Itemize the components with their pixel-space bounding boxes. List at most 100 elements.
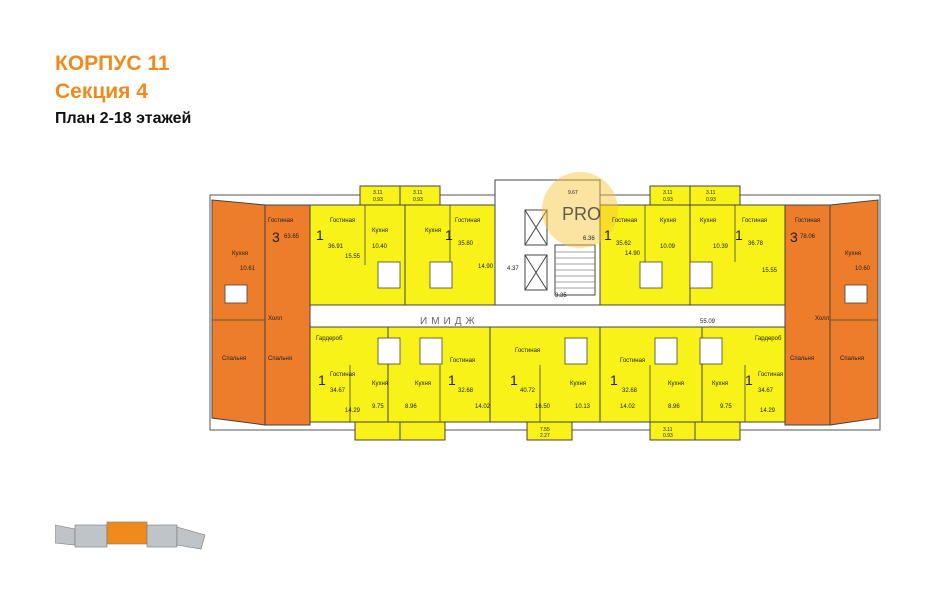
balcony-area: 2.27: [540, 433, 550, 439]
highlighted-section: [106, 521, 148, 545]
balcony-area: 0.93: [413, 197, 423, 203]
label-kitchen: Кухня: [372, 228, 388, 234]
label-kitchen: Кухня: [372, 381, 388, 387]
kitchen-area: 10.60: [855, 266, 871, 272]
rooms-count: 1: [610, 372, 618, 388]
balcony-area: 0.93: [373, 197, 383, 203]
label-bedroom: Спальня: [222, 356, 246, 362]
living-area: 14.90: [478, 264, 494, 270]
living-area: 14.02: [620, 404, 636, 410]
label-kitchen: Кухня: [660, 218, 676, 224]
label-bedroom: Спальня: [840, 356, 864, 362]
balcony-area: 0.93: [663, 197, 673, 203]
rooms-count: 3: [272, 229, 280, 245]
label-kitchen: Кухня: [668, 381, 684, 387]
apt-area: 36.91: [328, 244, 344, 250]
rooms-count: 3: [790, 229, 798, 245]
label-living: Гостиная: [455, 218, 480, 224]
kitchen-area: 9.75: [372, 404, 384, 410]
balcony-area: 9.67: [568, 190, 578, 196]
living-area: 14.29: [760, 408, 776, 414]
label-kitchen: Кухня: [415, 381, 431, 387]
balcony-bottom-5: [694, 421, 741, 441]
rooms-count: 1: [510, 372, 518, 388]
kitchen-area: 10.39: [713, 244, 729, 250]
balcony-area: 3.11: [663, 427, 673, 433]
balcony-area: 0.93: [706, 197, 716, 203]
living-area: 15.55: [762, 268, 778, 274]
apt-area: 35.62: [616, 241, 632, 247]
kitchen-area: 10.40: [372, 244, 388, 250]
kitchen-area: 8.96: [405, 404, 417, 410]
label-living: Гостиная: [268, 218, 293, 224]
lift-hall-area: 3.35: [555, 293, 567, 299]
floors-subtitle: План 2-18 этажей: [55, 110, 192, 127]
label-bedroom: Спальня: [268, 356, 292, 362]
label-kitchen: Кухня: [712, 381, 728, 387]
lift-hall-area-2: 6.36: [583, 236, 595, 242]
label-living: Гостиная: [758, 372, 783, 378]
balcony-area: 3.11: [706, 190, 716, 196]
building-title: КОРПУС 11: [55, 52, 170, 75]
rooms-count: 1: [448, 372, 456, 388]
title-block: КОРПУС 11 Секция 4 План 2-18 этажей: [55, 50, 191, 130]
label-wardrobe: Гардероб: [316, 336, 343, 342]
rooms-count: 1: [745, 372, 753, 388]
balcony-top-4: [689, 185, 741, 206]
apt-area: 36.78: [748, 241, 764, 247]
apt-area: 35.80: [458, 241, 474, 247]
label-kitchen: Кухня: [570, 381, 586, 387]
apt-area: 78.06: [800, 234, 816, 240]
apartment-bottom-1: [309, 326, 389, 423]
kitchen-area: 10.13: [575, 404, 591, 410]
watermark-badge-text: PRO: [562, 204, 601, 224]
apartment-bottom-4: [599, 326, 703, 423]
rooms-count: 1: [318, 372, 326, 388]
watermark-text: ИМИДЖ: [420, 316, 479, 327]
balcony-area: 7.55: [540, 427, 550, 433]
label-hall: Холл: [815, 316, 830, 322]
balcony-top-2: [399, 185, 441, 206]
watermark-badge: [542, 172, 618, 248]
label-living: Гостиная: [795, 218, 820, 224]
kitchen-area: 9.75: [720, 404, 732, 410]
section-title: Секция 4: [55, 80, 148, 103]
balcony-bottom-2: [399, 421, 446, 441]
corridor-area: 55.09: [700, 319, 716, 325]
apartment-right-wing-outer: [829, 199, 879, 426]
label-bedroom: Спальня: [790, 356, 814, 362]
rooms-count: 1: [604, 227, 612, 243]
apartment-left-wing-inner: [264, 204, 311, 426]
balcony-area: 0.93: [663, 433, 673, 439]
balcony-bottom-1: [354, 421, 401, 441]
apartment-left-wing-outer: [211, 199, 266, 426]
label-living: Гостиная: [450, 358, 475, 364]
label-living: Гостиная: [742, 218, 767, 224]
rooms-count: 1: [735, 227, 743, 243]
label-kitchen: Кухня: [232, 251, 248, 257]
apt-area: 34.67: [330, 388, 346, 394]
label-living: Гостиная: [612, 218, 637, 224]
balcony-bottom-3: [526, 421, 573, 441]
apt-area: 63.65: [284, 234, 300, 240]
rooms-count: 1: [445, 227, 453, 243]
label-kitchen: Кухня: [845, 251, 861, 257]
label-living: Гостиная: [620, 358, 645, 364]
kitchen-area: 8.96: [668, 404, 680, 410]
balcony-area: 3.11: [413, 190, 423, 196]
apt-area: 32.68: [458, 388, 474, 394]
balcony-area: 3.11: [663, 190, 673, 196]
apt-area: 40.72: [520, 388, 536, 394]
label-hall: Холл: [268, 316, 283, 322]
rooms-count: 1: [316, 227, 324, 243]
label-wardrobe: Гардероб: [755, 336, 782, 342]
kitchen-area: 10.09: [660, 244, 676, 250]
label-living: Гостиная: [330, 372, 355, 378]
label-kitchen: Кухня: [425, 228, 441, 234]
site-thumbnail: [55, 521, 206, 550]
apt-area: 32.68: [622, 388, 638, 394]
living-area: 14.29: [345, 408, 361, 414]
kitchen-area: 10.61: [240, 266, 256, 272]
shaft-area: 4.37: [507, 266, 519, 272]
